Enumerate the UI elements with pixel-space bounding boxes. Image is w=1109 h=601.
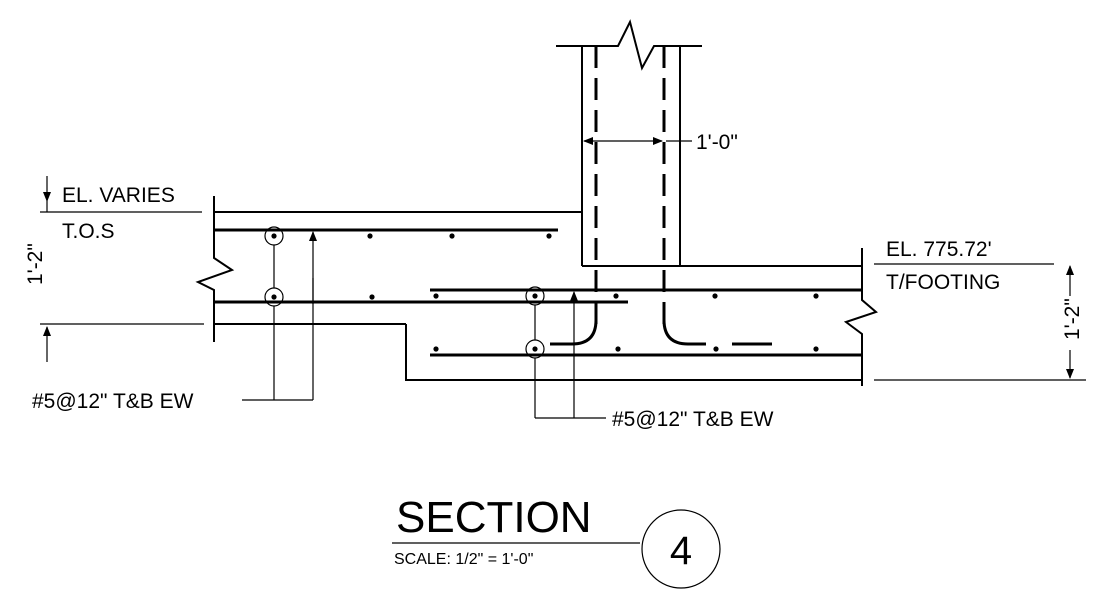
slab-bottom-dot [369, 294, 375, 300]
slab-top-dot [367, 233, 373, 239]
footing-top-bar-dot [532, 293, 538, 299]
footing-bottom-dot [615, 346, 621, 352]
wall-rebar-hook-left [550, 319, 598, 346]
footing-bottom-dot [433, 346, 439, 352]
footing-rebar-callout: #5@12" T&B EW [534, 291, 774, 431]
section-number: 4 [670, 529, 692, 573]
footing-bottom-dot [813, 346, 819, 352]
wall [550, 19, 772, 346]
footing-thickness-label: 1'-2" [1061, 298, 1084, 340]
footing-top-dot [712, 293, 718, 299]
top-elevation-ref: T.O.S [62, 220, 115, 243]
wall-width-label: 1'-0" [696, 131, 738, 154]
footing-elevation-callout: EL. 775.72' T/FOOTING [874, 238, 1054, 294]
footing-bottom-dot [713, 346, 719, 352]
title-block: SECTION SCALE: 1/2" = 1'-0" 4 [392, 493, 721, 589]
footing-elevation-label: EL. 775.72' [886, 238, 992, 261]
footing-rebar-label: #5@12" T&B EW [612, 408, 774, 431]
footing-top-dot [613, 293, 619, 299]
slab-rebar-callout: #5@12" T&B EW [32, 231, 317, 413]
footing-break-line [843, 248, 878, 386]
section-title: SECTION [396, 493, 592, 542]
slab-break-line [195, 196, 235, 342]
footing-thickness-dimension: 1'-2" [874, 265, 1086, 381]
slab-top-bar-dot [271, 233, 277, 239]
footing-top-dot [813, 293, 819, 299]
slab-thickness-label: 1'-2" [24, 243, 47, 285]
slab-rebar-label: #5@12" T&B EW [32, 390, 194, 413]
footing-bottom [405, 324, 862, 381]
slab-bottom-bar-dot [271, 294, 277, 300]
wall-rebar-hook-right [662, 319, 706, 346]
footing [405, 248, 878, 386]
slab [195, 196, 628, 342]
top-elevation-label: EL. VARIES [62, 184, 175, 207]
slab-thickness-dimension: 1'-2" [24, 243, 204, 362]
section-number-circle [641, 509, 721, 589]
footing-bottom-bar-dot [532, 346, 538, 352]
slab-top-dot [546, 233, 552, 239]
footing-top-dot [433, 293, 439, 299]
top-elevation-callout: EL. VARIES T.O.S [40, 176, 202, 243]
slab-top-dot [449, 233, 455, 239]
wall-width-dimension: 1'-0" [583, 131, 738, 154]
section-scale: SCALE: 1/2" = 1'-0" [394, 551, 533, 568]
wall-break-line [556, 19, 702, 71]
footing-elevation-ref: T/FOOTING [886, 271, 1000, 294]
